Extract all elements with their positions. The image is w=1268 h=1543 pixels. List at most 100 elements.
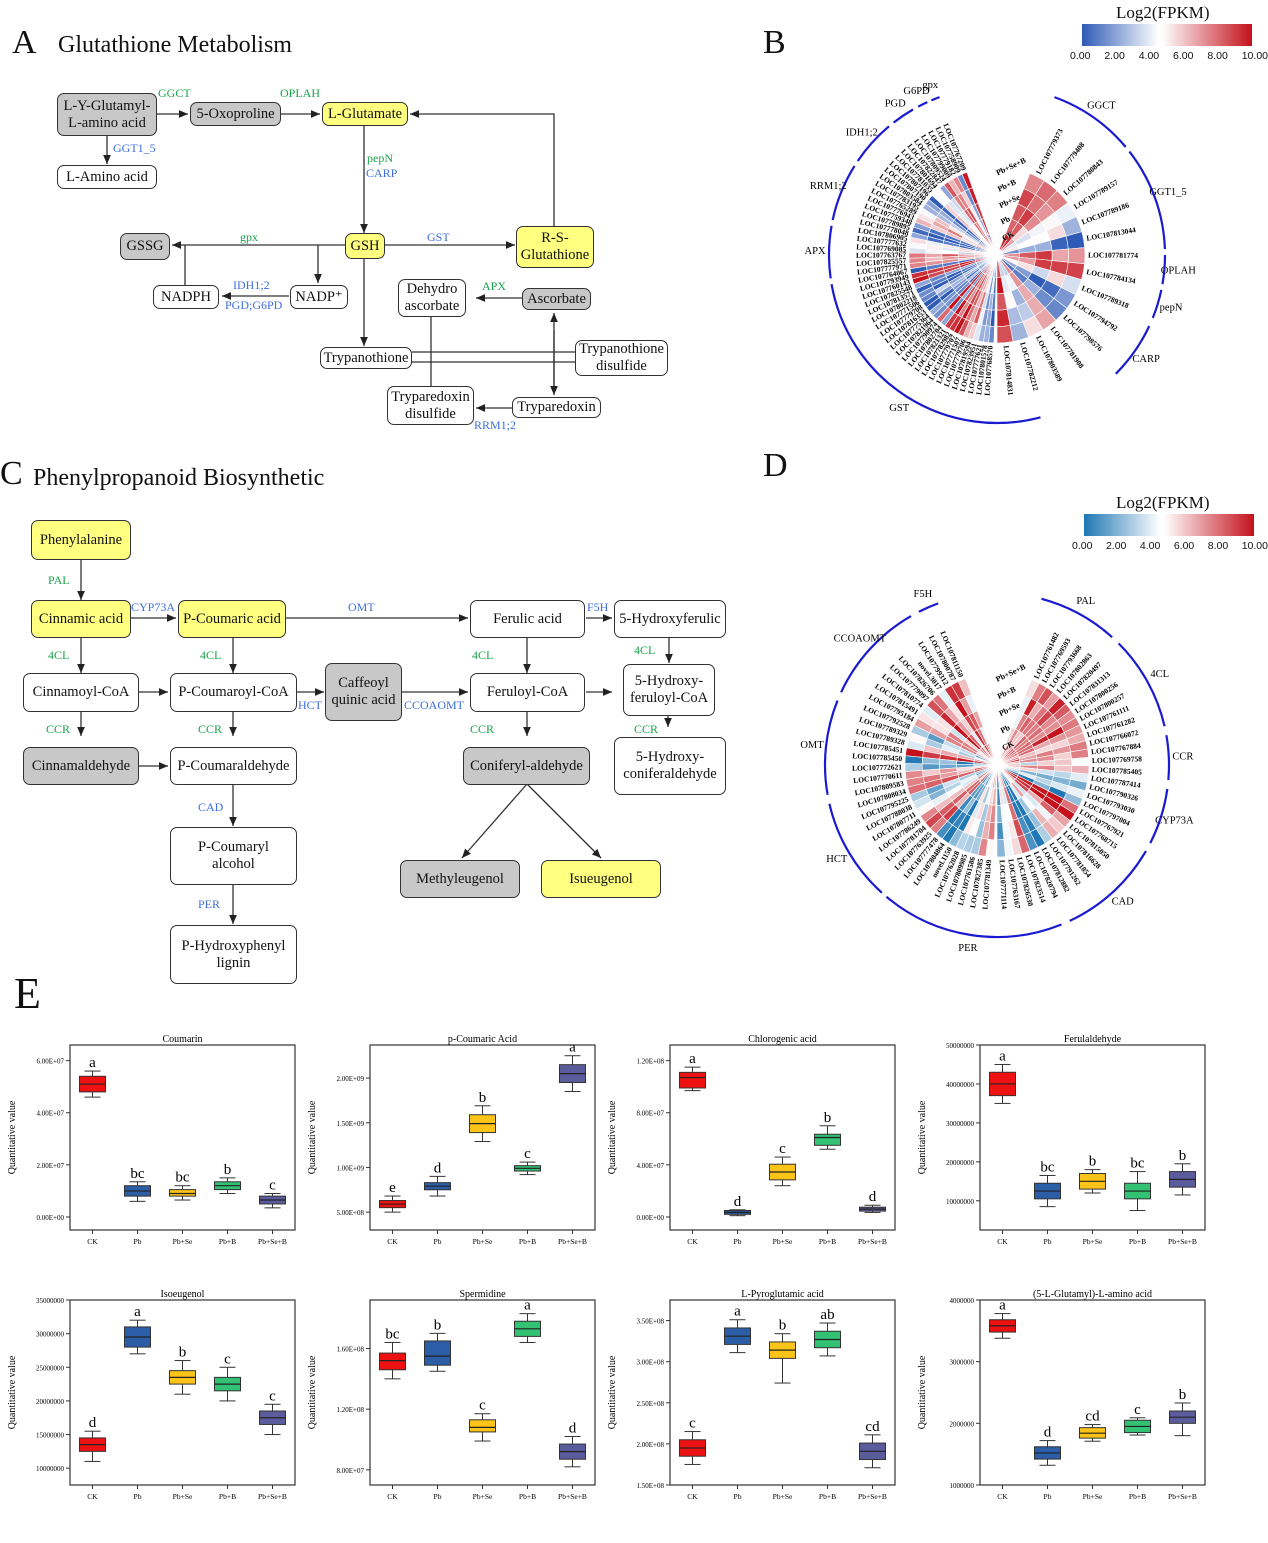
y-tick-label: 2.50E+08 — [637, 1400, 665, 1408]
enzyme-omt: OMT — [348, 600, 375, 614]
heatmap-cell — [905, 747, 924, 758]
gene-label: LOC107785405 — [1092, 765, 1143, 777]
significance-letter: ab — [820, 1307, 834, 1323]
group-label: IDH1;2 — [846, 128, 878, 139]
heatmap-cell — [907, 782, 927, 796]
group-arc — [917, 101, 928, 108]
group-arc — [1069, 850, 1147, 922]
heatmap-cell — [909, 265, 928, 275]
heatmap-cell — [957, 318, 970, 337]
significance-letter: a — [569, 1040, 576, 1056]
node-l-y-glutamyl: L-Y-Glutamyl- L-amino acid — [57, 93, 157, 136]
heatmap-cell — [917, 711, 937, 728]
enzyme-ccr-1: CCR — [46, 722, 71, 736]
heatmap-cell — [937, 689, 955, 708]
chart-title: Coumarin — [163, 1034, 203, 1045]
box-chart-7: (5-L-Glutamyl)-L-amino acidQuantitative … — [917, 1289, 1206, 1501]
node-ferulic-acid: Ferulic acid — [470, 600, 585, 638]
heatmap-cell — [948, 314, 963, 333]
node-p-hydroxyphenyl-lignin: P-Hydroxyphenyl lignin — [170, 925, 297, 984]
cbar-b-tick: 0.00 — [1070, 50, 1091, 62]
node-cinnamaldehyde: Cinnamaldehyde — [23, 747, 139, 785]
group-label: F5H — [913, 589, 932, 600]
heatmap-cell — [928, 195, 945, 211]
significance-letter: b — [1179, 1387, 1187, 1403]
y-tick-label: 0.00E+00 — [637, 1214, 665, 1222]
node-dehydroascorbate: Dehydro ascorbate — [398, 279, 466, 317]
heatmap-cell — [935, 187, 951, 204]
enzyme-ggct: GGCT — [158, 86, 191, 100]
node-ascorbate: Ascorbate — [522, 288, 591, 310]
node-p-coumaroyl-coa: P-Coumaroyl-CoA — [170, 673, 297, 712]
y-axis-label: Quantitative value — [307, 1100, 318, 1174]
x-tick-label: Pb — [734, 1237, 742, 1246]
heatmap-cell — [988, 325, 995, 344]
gene-label: LOC107768570 — [983, 345, 995, 396]
y-tick-label: 30000000 — [946, 1120, 975, 1128]
y-tick-label: 10000000 — [36, 1465, 65, 1473]
y-axis-label: Quantitative value — [917, 1355, 928, 1429]
group-label: HCT — [826, 854, 848, 865]
enzyme-pepn: pepN — [367, 151, 393, 165]
group-label: OMT — [800, 740, 824, 751]
heatmap-cell — [944, 684, 961, 705]
heatmap-cell — [914, 216, 933, 229]
colorbar-b-ticks: 0.00 2.00 4.00 6.00 8.00 10.00 — [1070, 50, 1268, 62]
heatmap-cell — [955, 831, 970, 851]
heatmap-cell — [941, 824, 959, 844]
heatmap-cell — [908, 732, 928, 746]
gene-label: LOC107781349 — [980, 859, 993, 910]
group-arc — [1041, 597, 1113, 638]
y-tick-label: 30000000 — [36, 1331, 65, 1339]
x-tick-label: Pb — [1044, 1237, 1052, 1246]
gene-label: LOC107769758 — [1092, 754, 1143, 765]
significance-letter: bc — [130, 1166, 145, 1182]
colorbar-b-title: Log2(FPKM) — [1116, 3, 1210, 22]
significance-letter: b — [434, 1317, 442, 1333]
heatmap-cell — [940, 309, 955, 327]
heatmap-cell — [921, 704, 941, 723]
y-tick-label: 15000000 — [36, 1432, 65, 1440]
ring-label: Pb+B — [996, 177, 1018, 194]
heatmap-cell — [906, 739, 926, 752]
gene-label: LOC107763767 — [856, 250, 906, 259]
x-tick-label: Pb+B — [219, 1237, 236, 1246]
y-tick-label: 2000000 — [950, 1420, 975, 1428]
enzyme-cyp73a: CYP73A — [131, 600, 176, 614]
x-tick-label: CK — [387, 1492, 398, 1501]
panel-a-title: Glutathione Metabolism — [58, 32, 292, 58]
circular-heatmap-d: LOC107811150LOC107800787LOC107799312nove… — [800, 589, 1194, 954]
y-axis-label: Quantitative value — [7, 1100, 18, 1174]
enzyme-gpx: gpx — [240, 230, 258, 244]
x-tick-label: Pb+B — [1129, 1492, 1146, 1501]
y-tick-label: 4.00E+07 — [37, 1110, 65, 1118]
heatmap-cell — [944, 312, 959, 330]
group-label: pepN — [1160, 303, 1183, 314]
group-arc — [930, 96, 940, 102]
significance-letter: a — [524, 1298, 531, 1314]
heatmap-cell — [947, 178, 962, 196]
significance-letter: cd — [1085, 1409, 1100, 1425]
heatmap-cell — [913, 221, 931, 233]
colorbar-d — [1084, 514, 1254, 536]
heatmap-cell — [931, 693, 950, 713]
ring-label: Pb+Se+B — [994, 662, 1027, 684]
node-p-coumaric-acid: P-Coumaric acid — [178, 600, 286, 638]
cbar-d-tick: 0.00 — [1072, 540, 1093, 552]
node-isueugenol: Isueugenol — [541, 860, 661, 898]
node-p-coumaraldehyde: P-Coumaraldehyde — [170, 747, 297, 785]
significance-letter: a — [689, 1051, 696, 1067]
x-tick-label: CK — [997, 1492, 1008, 1501]
y-tick-label: 3.50E+08 — [637, 1318, 665, 1326]
significance-letter: b — [224, 1162, 232, 1178]
x-tick-label: Pb+Se+B — [858, 1237, 887, 1246]
colorbar-d-ticks: 0.00 2.00 4.00 6.00 8.00 10.00 — [1072, 540, 1268, 552]
group-label: GGCT — [1087, 100, 1116, 111]
heatmap-cell — [985, 838, 995, 858]
enzyme-hct: HCT — [298, 698, 322, 712]
circular-heatmap-b: LOC107767209LOC107758909LOC107779182LOC1… — [805, 80, 1196, 425]
node-r-s-glutathione: R-S- Glutathione — [516, 226, 594, 268]
heatmap-cell — [939, 184, 955, 202]
